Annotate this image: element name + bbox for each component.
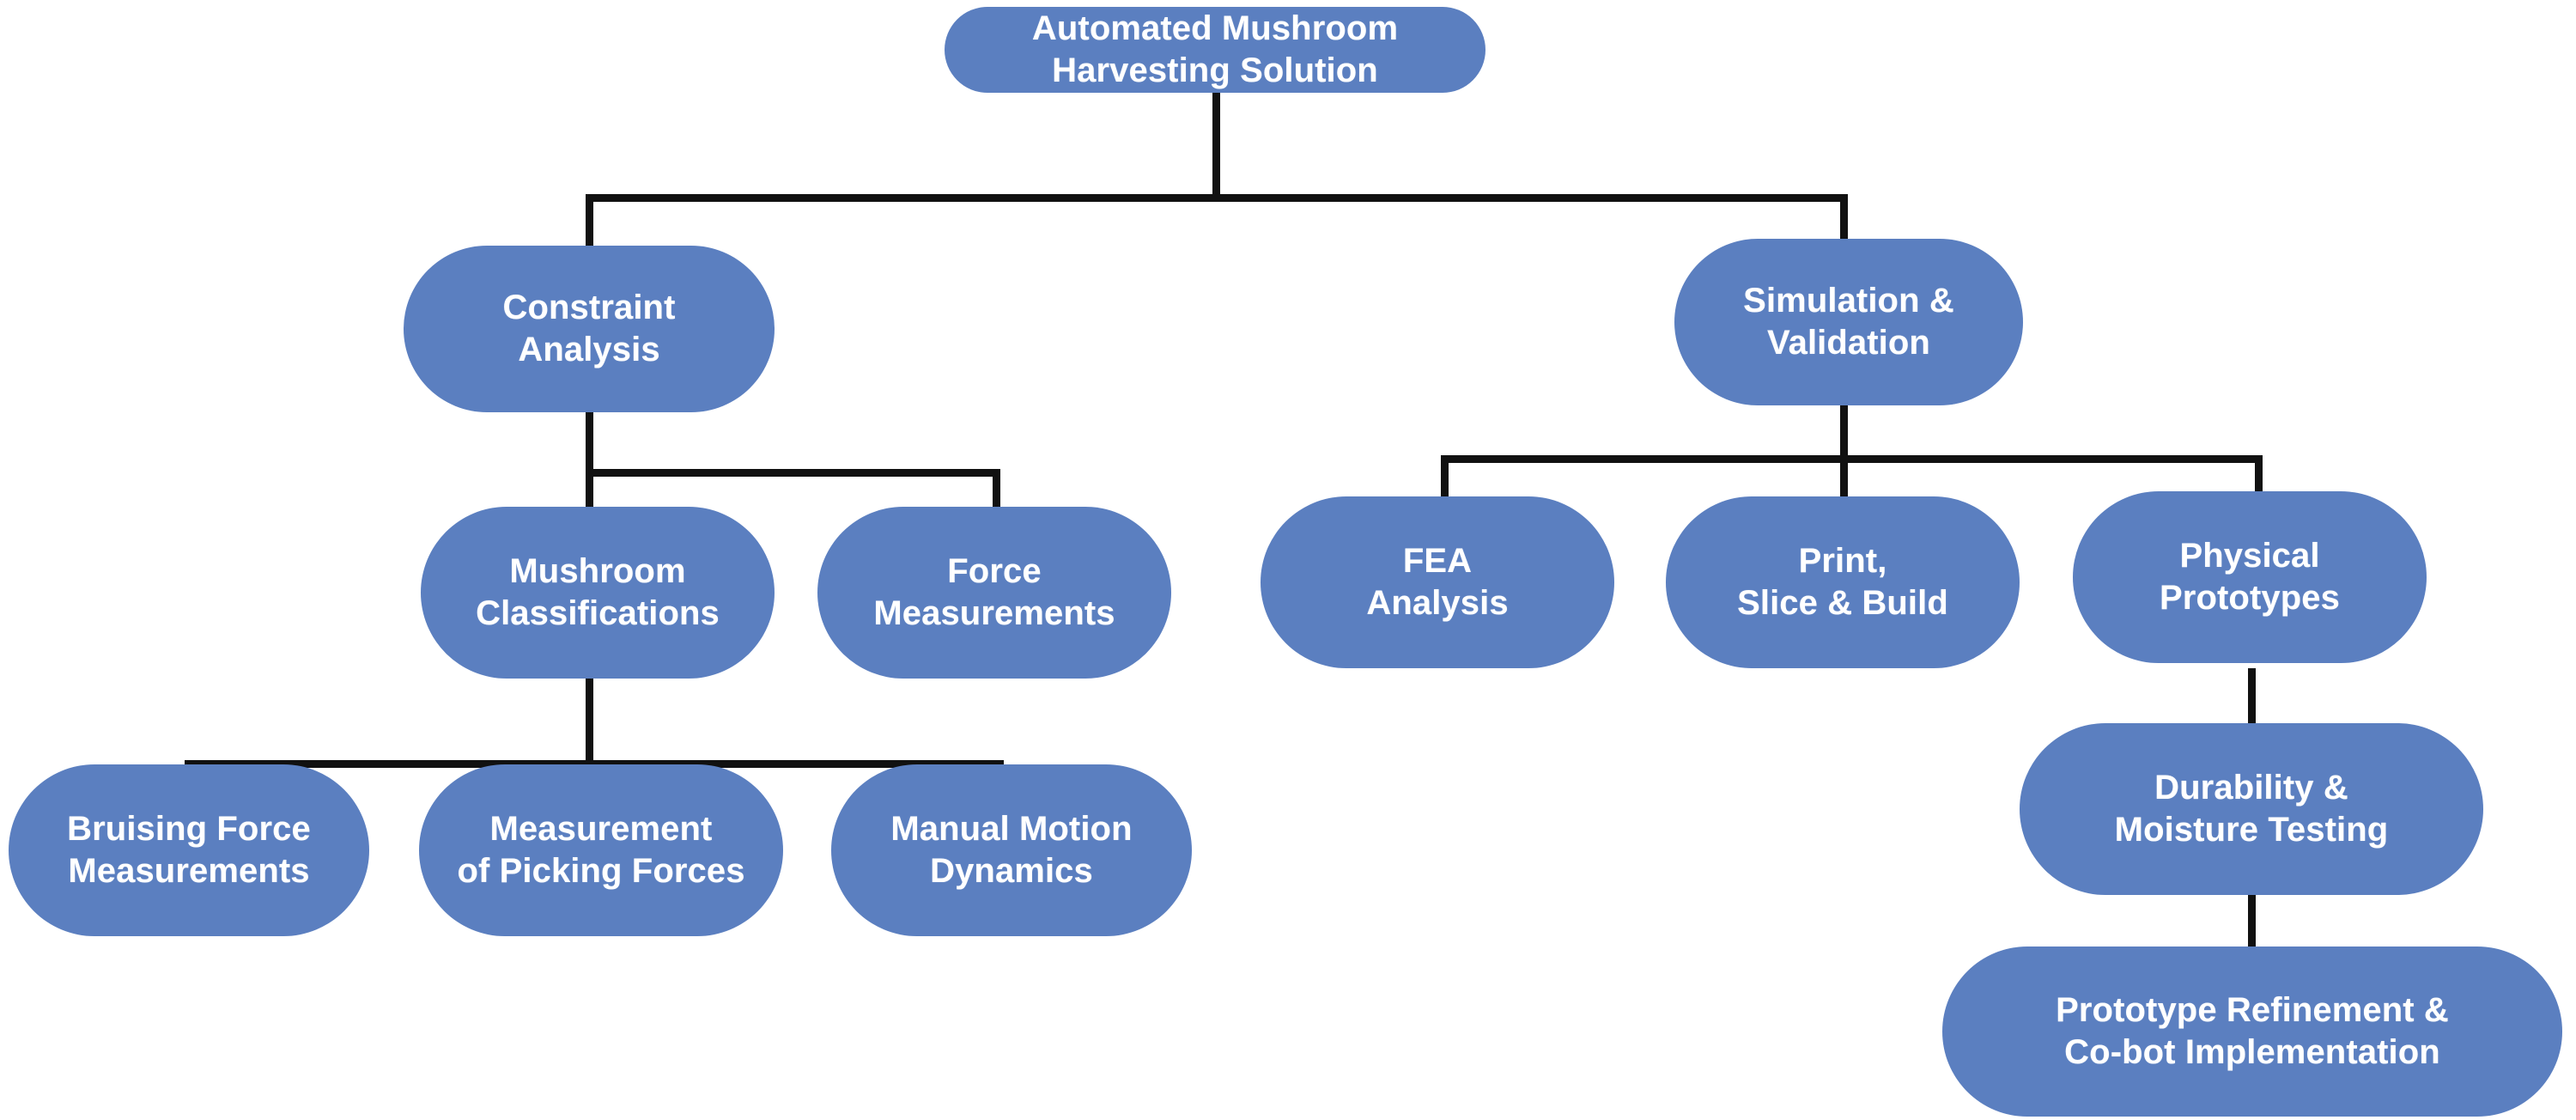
node-simulation-validation[interactable]: Simulation & Validation — [1674, 239, 2023, 405]
edge-constraint-children-bus — [586, 469, 1000, 477]
node-manual-motion-dynamics[interactable]: Manual Motion Dynamics — [831, 764, 1192, 936]
node-fea-analysis[interactable]: FEA Analysis — [1261, 496, 1614, 668]
edge-constraint-analysis-stem — [586, 411, 593, 474]
edge-to-force-measurements — [993, 469, 1000, 512]
edge-simulation-children-bus — [1441, 455, 2263, 463]
edge-to-durability-moisture-testing — [2248, 668, 2256, 728]
node-constraint-analysis[interactable]: Constraint Analysis — [404, 246, 775, 412]
edge-to-constraint-analysis — [586, 194, 593, 247]
edge-to-print-slice-build — [1840, 455, 1848, 505]
node-force-measurements[interactable]: Force Measurements — [817, 507, 1171, 679]
edge-to-prototype-refinement — [2248, 893, 2256, 952]
node-measurement-of-picking-forces[interactable]: Measurement of Picking Forces — [419, 764, 783, 936]
node-durability-moisture-testing[interactable]: Durability & Moisture Testing — [2020, 723, 2483, 895]
node-root[interactable]: Automated Mushroom Harvesting Solution — [945, 7, 1485, 93]
node-physical-prototypes[interactable]: Physical Prototypes — [2073, 491, 2427, 663]
node-bruising-force-measurements[interactable]: Bruising Force Measurements — [9, 764, 369, 936]
edge-root-stem — [1212, 89, 1220, 198]
node-print-slice-build[interactable]: Print, Slice & Build — [1666, 496, 2020, 668]
edge-to-physical-prototypes — [2255, 455, 2263, 505]
node-mushroom-classifications[interactable]: Mushroom Classifications — [421, 507, 775, 679]
edge-mushroom-children-bus — [185, 760, 1004, 768]
edge-simulation-validation-stem — [1840, 404, 1848, 488]
edge-to-simulation-validation — [1840, 194, 1848, 247]
edge-mushroom-classifications-stem — [586, 679, 593, 769]
node-prototype-refinement[interactable]: Prototype Refinement & Co-bot Implementa… — [1942, 947, 2562, 1117]
edge-to-mushroom-classifications — [586, 469, 593, 512]
edge-to-fea-analysis — [1441, 455, 1449, 505]
edge-level2-bus — [586, 194, 1848, 202]
